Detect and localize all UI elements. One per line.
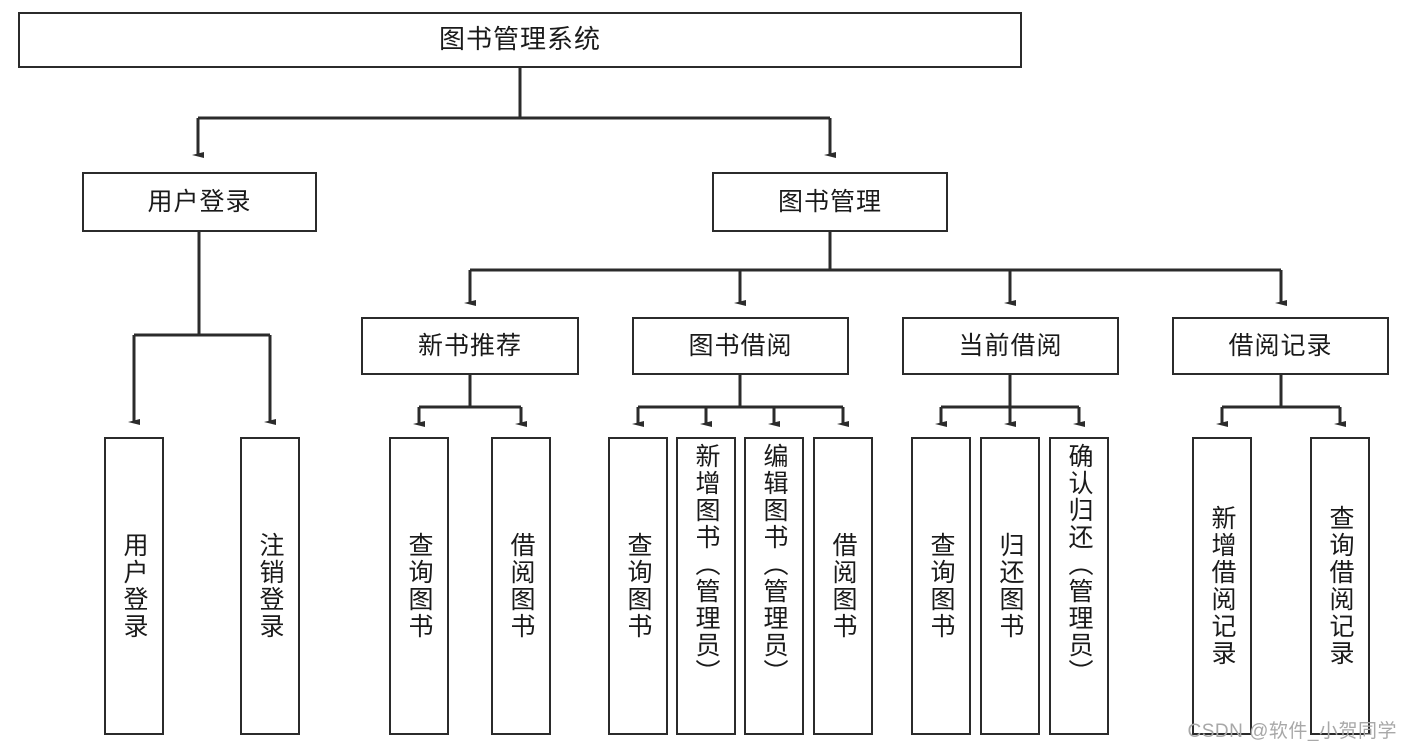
node-book-borrow[interactable]: 图书借阅 — [632, 317, 849, 375]
leaf-current-borrow-return-book[interactable]: 归还图书 — [980, 437, 1040, 735]
leaf-label: 归还图书 — [996, 532, 1024, 640]
leaf-label: 查询借阅记录 — [1326, 505, 1354, 667]
node-root-book-management-system[interactable]: 图书管理系统 — [18, 12, 1022, 68]
leaf-label: 查询图书 — [927, 532, 955, 640]
leaf-book-borrow-edit-book-admin[interactable]: 编辑图书（管理员） — [744, 437, 804, 735]
leaf-label: 新增借阅记录 — [1208, 505, 1236, 667]
leaf-label: 新增图书（管理员） — [692, 443, 720, 686]
leaf-label: 借阅图书 — [829, 532, 857, 640]
leaf-body: 确认归还（管理员） — [1051, 439, 1107, 737]
leaf-body: 注销登录 — [242, 439, 298, 733]
node-borrow-record[interactable]: 借阅记录 — [1172, 317, 1389, 375]
leaf-new-book-borrow-book[interactable]: 借阅图书 — [491, 437, 551, 735]
leaf-body: 查询图书 — [391, 439, 447, 733]
node-label: 用户登录 — [147, 188, 252, 216]
leaf-label: 确认归还（管理员） — [1065, 443, 1093, 686]
node-label: 新书推荐 — [417, 332, 522, 360]
leaf-label: 查询图书 — [624, 532, 652, 640]
leaf-body: 编辑图书（管理员） — [746, 439, 802, 737]
leaf-borrow-record-query-record[interactable]: 查询借阅记录 — [1310, 437, 1370, 735]
leaf-body: 新增借阅记录 — [1194, 439, 1250, 733]
node-label: 图书借阅 — [688, 332, 793, 360]
node-current-borrow[interactable]: 当前借阅 — [902, 317, 1119, 375]
node-user-login[interactable]: 用户登录 — [82, 172, 317, 232]
leaf-body: 查询图书 — [610, 439, 666, 733]
leaf-body: 查询图书 — [913, 439, 969, 733]
leaf-book-borrow-borrow-book[interactable]: 借阅图书 — [813, 437, 873, 735]
leaf-new-book-query-book[interactable]: 查询图书 — [389, 437, 449, 735]
leaf-user-login-logout[interactable]: 注销登录 — [240, 437, 300, 735]
leaf-body: 借阅图书 — [493, 439, 549, 733]
leaf-body: 用户登录 — [106, 439, 162, 733]
leaf-current-borrow-confirm-return-admin[interactable]: 确认归还（管理员） — [1049, 437, 1109, 735]
leaf-label: 借阅图书 — [507, 532, 535, 640]
leaf-label: 用户登录 — [120, 532, 148, 640]
leaf-label: 编辑图书（管理员） — [760, 443, 788, 686]
node-new-book-recommend[interactable]: 新书推荐 — [361, 317, 579, 375]
leaf-book-borrow-add-book-admin[interactable]: 新增图书（管理员） — [676, 437, 736, 735]
leaf-user-login-login[interactable]: 用户登录 — [104, 437, 164, 735]
leaf-body: 归还图书 — [982, 439, 1038, 733]
leaf-book-borrow-query-book[interactable]: 查询图书 — [608, 437, 668, 735]
node-label: 借阅记录 — [1228, 332, 1333, 360]
node-book-management[interactable]: 图书管理 — [712, 172, 948, 232]
leaf-body: 新增图书（管理员） — [678, 439, 734, 737]
leaf-body: 借阅图书 — [815, 439, 871, 733]
node-label: 图书管理系统 — [438, 24, 601, 55]
leaf-body: 查询借阅记录 — [1312, 439, 1368, 733]
leaf-borrow-record-add-record[interactable]: 新增借阅记录 — [1192, 437, 1252, 735]
csdn-watermark: CSDN @软件_小贺同学 — [1187, 721, 1397, 742]
leaf-current-borrow-query-book[interactable]: 查询图书 — [911, 437, 971, 735]
leaf-label: 查询图书 — [405, 532, 433, 640]
leaf-label: 注销登录 — [256, 532, 284, 640]
node-label: 图书管理 — [777, 188, 882, 216]
node-label: 当前借阅 — [958, 332, 1063, 360]
